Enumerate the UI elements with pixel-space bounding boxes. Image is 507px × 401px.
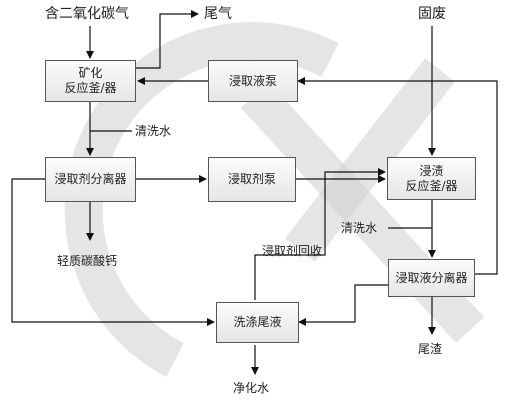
- arrow-reactor-to-tailgas: [135, 10, 199, 69]
- clean-water-label: 净化水: [233, 381, 270, 395]
- agent-pump-label: 浸取剂泵: [227, 172, 276, 186]
- leach-reactor-line2: 反应釜/器: [405, 178, 458, 193]
- arrow-separator-to-washtank: [11, 178, 215, 326]
- agent-pump-box: 浸取剂泵: [208, 157, 296, 202]
- mineral-reactor-line2: 反应釜/器: [64, 81, 117, 95]
- wash-tank-label: 洗涤尾液: [233, 315, 282, 329]
- mineral-reactor-box: 矿化 反应釜/器: [45, 60, 136, 102]
- agent-recovery-label: 浸取剂回收: [262, 244, 323, 258]
- leach-pump-label: 浸取液泵: [228, 73, 277, 88]
- caco3-output-label: 轻质碳酸钙: [57, 254, 118, 268]
- tail-slag-label: 尾渣: [418, 342, 443, 356]
- mineral-reactor-line1: 矿化: [78, 66, 103, 80]
- arrow-agent-recovery: [254, 168, 386, 300]
- arrow-liqsep-to-washtank: [298, 284, 388, 326]
- leach-reactor-box: 浸渍 反应釜/器: [387, 157, 476, 200]
- liquid-separator-label: 浸取液分离器: [395, 270, 468, 285]
- leach-reactor-line1: 浸渍: [419, 163, 444, 178]
- tail-gas-output: 尾气: [204, 6, 232, 22]
- agent-separator-label: 浸取剂分离器: [54, 172, 127, 186]
- leach-pump-box: 浸取液泵: [208, 60, 298, 102]
- agent-separator-box: 浸取剂分离器: [45, 157, 136, 202]
- wash-water-label-1: 清洗水: [135, 124, 172, 138]
- co2-gas-input: 含二氧化碳气: [45, 6, 129, 22]
- wash-tank-box: 洗涤尾液: [216, 302, 299, 343]
- arrow-liqsep-to-leachpump: [297, 77, 498, 275]
- wash-water-label-2: 清洗水: [341, 221, 378, 235]
- liquid-separator-box: 浸取液分离器: [388, 259, 475, 297]
- solid-waste-input: 固废: [418, 6, 446, 22]
